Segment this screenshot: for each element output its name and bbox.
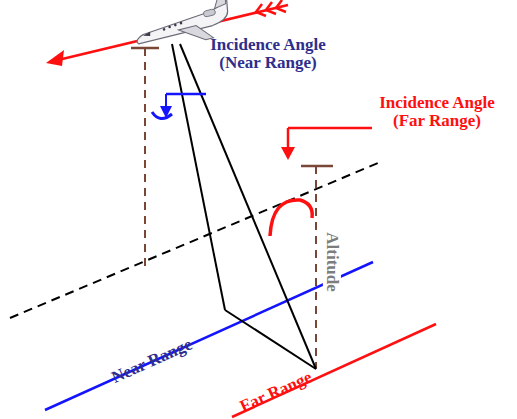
range-label: Far Range [237,369,314,416]
aircraft-cockpit [142,32,151,38]
aircraft-window [162,28,165,31]
flight-direction-feather [276,0,286,12]
near-angle-arc [152,112,172,119]
far-angle-arrowhead [281,147,295,160]
aircraft-engine [203,9,216,18]
aircraft-window [174,23,177,26]
near-angle-arrowhead [160,106,172,118]
range-label: Near Range [109,335,195,386]
far-angle-arc [270,200,312,236]
near-beam-line [172,44,225,310]
aircraft-window [168,25,171,28]
aircraft-window [179,22,182,25]
reference-line [10,163,378,318]
altitude-cap [301,165,333,168]
aircraft-tail [211,0,228,9]
near-angle-pointer [166,93,206,96]
aircraft-wing [179,22,214,45]
far-angle-pointer [288,127,372,130]
swath-line [225,310,316,369]
altitude-label: Altitude [323,229,341,295]
nadir-cap [131,47,159,50]
angle-label: Incidence Angle (Near Range) [198,36,338,72]
angle-label: Incidence Angle (Far Range) [367,94,507,130]
altitude-line [315,166,317,368]
far-range-line [232,324,436,417]
nadir-line [144,48,146,266]
flight-direction-arrowhead [46,50,64,66]
near-angle-pointer [165,94,167,108]
far-angle-pointer [287,128,290,150]
